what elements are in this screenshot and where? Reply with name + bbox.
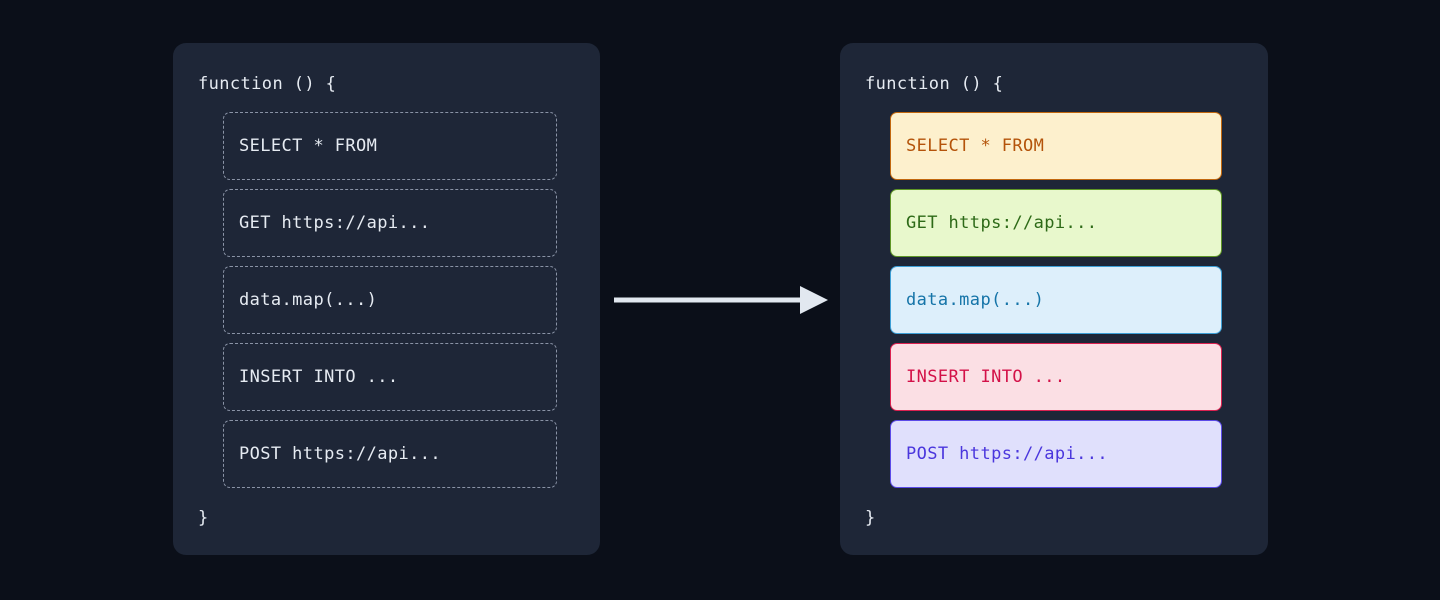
statement-row-compute-map[interactable]: data.map(...) bbox=[890, 266, 1222, 334]
transform-arrow bbox=[610, 284, 832, 316]
statement-row-sql-insert[interactable]: INSERT INTO ... bbox=[890, 343, 1222, 411]
tagged-code-panel: function () { SELECT * FROM GET https://… bbox=[840, 43, 1268, 555]
statement-row-http-post[interactable]: POST https://api... bbox=[890, 420, 1222, 488]
statement-row[interactable]: data.map(...) bbox=[223, 266, 557, 334]
statement-row[interactable]: GET https://api... bbox=[223, 189, 557, 257]
statement-row[interactable]: INSERT INTO ... bbox=[223, 343, 557, 411]
function-open-line: function () { bbox=[865, 74, 1004, 94]
function-open-line: function () { bbox=[198, 74, 337, 94]
function-close-line: } bbox=[198, 508, 209, 528]
statement-row[interactable]: POST https://api... bbox=[223, 420, 557, 488]
untagged-code-panel: function () { SELECT * FROM GET https://… bbox=[173, 43, 600, 555]
statement-row-sql-select[interactable]: SELECT * FROM bbox=[890, 112, 1222, 180]
tagged-statement-list: SELECT * FROM GET https://api... data.ma… bbox=[890, 112, 1222, 497]
untagged-statement-list: SELECT * FROM GET https://api... data.ma… bbox=[223, 112, 557, 497]
statement-row[interactable]: SELECT * FROM bbox=[223, 112, 557, 180]
arrow-right-icon bbox=[614, 286, 828, 314]
statement-row-http-get[interactable]: GET https://api... bbox=[890, 189, 1222, 257]
function-close-line: } bbox=[865, 508, 876, 528]
